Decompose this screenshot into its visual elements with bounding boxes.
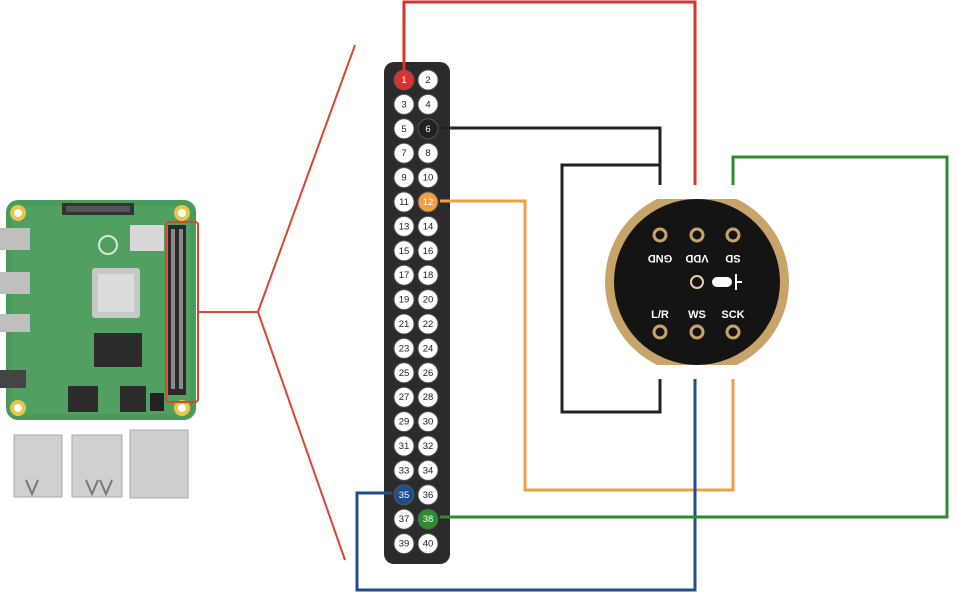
gpio-pin-16 [417, 240, 439, 262]
gpio-pin-label-28: 28 [423, 392, 434, 403]
gpio-pin-label-15: 15 [399, 246, 410, 257]
gpio-pin-31 [393, 435, 415, 457]
gpio-pin-38 [417, 508, 439, 530]
gpio-pin-label-26: 26 [423, 368, 434, 379]
gpio-pin-35 [393, 484, 415, 506]
gpio-pin-label-29: 29 [399, 417, 410, 428]
gpio-pin-label-6: 6 [425, 124, 430, 135]
gpio-pin-label-24: 24 [423, 343, 434, 354]
gpio-pin-7 [393, 142, 415, 164]
mic-label-ws: WS [688, 309, 706, 321]
wire-vdd [402, 0, 697, 218]
gpio-pin-label-12: 12 [423, 197, 434, 208]
gpio-pin-40 [417, 533, 439, 555]
gpio-pin-26 [417, 362, 439, 384]
zoom-callout [165, 44, 356, 561]
mic-label-sd: SD [725, 252, 740, 264]
gpio-pin-label-20: 20 [423, 295, 434, 306]
gpio-pin-9 [393, 167, 415, 189]
gpio-pin-label-27: 27 [399, 392, 410, 403]
gpio-pin-13 [393, 215, 415, 237]
gpio-pin-33 [393, 459, 415, 481]
gpio-pin-27 [393, 386, 415, 408]
gpio-pin-29 [393, 411, 415, 433]
gpio-pin-2 [417, 69, 439, 91]
gpio-pin-label-22: 22 [423, 319, 434, 330]
mic-label-lr: L/R [651, 309, 669, 321]
gpio-pin-5 [393, 118, 415, 140]
gpio-pin-20 [417, 289, 439, 311]
gpio-pin-label-25: 25 [399, 368, 410, 379]
mic-label-sck: SCK [721, 309, 744, 321]
wire-gnd [440, 126, 662, 235]
gpio-pin-label-36: 36 [423, 490, 434, 501]
gpio-pin-8 [417, 142, 439, 164]
gpio-pin-label-32: 32 [423, 441, 434, 452]
gpio-pin-11 [393, 191, 415, 213]
gpio-pin-19 [393, 289, 415, 311]
gpio-pin-23 [393, 337, 415, 359]
gpio-pin-24 [417, 337, 439, 359]
gpio-pin-label-11: 11 [399, 197, 409, 208]
wire-gnd-lr [560, 163, 662, 414]
gpio-pin-22 [417, 313, 439, 335]
microphone-board: GND VDD SD L/R WS SCK [605, 185, 789, 379]
mic-label-gnd: GND [648, 252, 673, 264]
gpio-pin-label-13: 13 [399, 221, 410, 232]
gpio-pin-label-34: 34 [423, 465, 434, 476]
wire-sck [440, 199, 735, 492]
gpio-pin-label-31: 31 [399, 441, 410, 452]
gpio-pin-15 [393, 240, 415, 262]
gpio-pin-34 [417, 459, 439, 481]
gpio-pin-label-7: 7 [401, 148, 406, 159]
mic-label-vdd: VDD [685, 252, 708, 264]
gpio-pin-label-23: 23 [399, 343, 410, 354]
gpio-pin-12 [417, 191, 439, 213]
gpio-pin-28 [417, 386, 439, 408]
raspberry-pi-board [0, 200, 196, 499]
gpio-pin-37 [393, 508, 415, 530]
gpio-pin-label-30: 30 [423, 417, 434, 428]
gpio-pin-label-9: 9 [401, 173, 406, 184]
gpio-pin-21 [393, 313, 415, 335]
gpio-pin-label-16: 16 [423, 246, 434, 257]
gpio-pin-label-21: 21 [399, 319, 410, 330]
gpio-pin-17 [393, 264, 415, 286]
gpio-pin-label-5: 5 [401, 124, 406, 135]
gpio-pin-label-4: 4 [425, 99, 430, 110]
gpio-pin-label-2: 2 [425, 75, 430, 86]
gpio-pin-label-14: 14 [423, 221, 434, 232]
gpio-pin-4 [417, 93, 439, 115]
gpio-pin-25 [393, 362, 415, 384]
wires [355, 0, 949, 592]
gpio-pin-label-33: 33 [399, 465, 410, 476]
gpio-pin-label-1: 1 [401, 75, 406, 86]
gpio-pin-label-39: 39 [399, 539, 410, 550]
gpio-pin-32 [417, 435, 439, 457]
gpio-pin-10 [417, 167, 439, 189]
gpio-pin-14 [417, 215, 439, 237]
gpio-pin-label-19: 19 [399, 295, 410, 306]
gpio-pin-30 [417, 411, 439, 433]
gpio-pin-3 [393, 93, 415, 115]
gpio-pin-label-38: 38 [423, 514, 434, 525]
wire-ws [355, 332, 697, 592]
gpio-pin-label-10: 10 [423, 173, 434, 184]
wire-sd [440, 155, 949, 519]
gpio-pin-label-35: 35 [399, 490, 410, 501]
gpio-pin-39 [393, 533, 415, 555]
gpio-pin-label-17: 17 [399, 270, 410, 281]
gpio-pin-label-18: 18 [423, 270, 434, 281]
gpio-pin-18 [417, 264, 439, 286]
gpio-pin-label-40: 40 [423, 539, 434, 550]
gpio-pin-label-37: 37 [399, 514, 410, 525]
gpio-pin-label-3: 3 [401, 99, 406, 110]
gpio-pin-36 [417, 484, 439, 506]
microphone-icon [690, 274, 742, 290]
gpio-pin-6 [417, 118, 439, 140]
gpio-pin-label-8: 8 [425, 148, 430, 159]
